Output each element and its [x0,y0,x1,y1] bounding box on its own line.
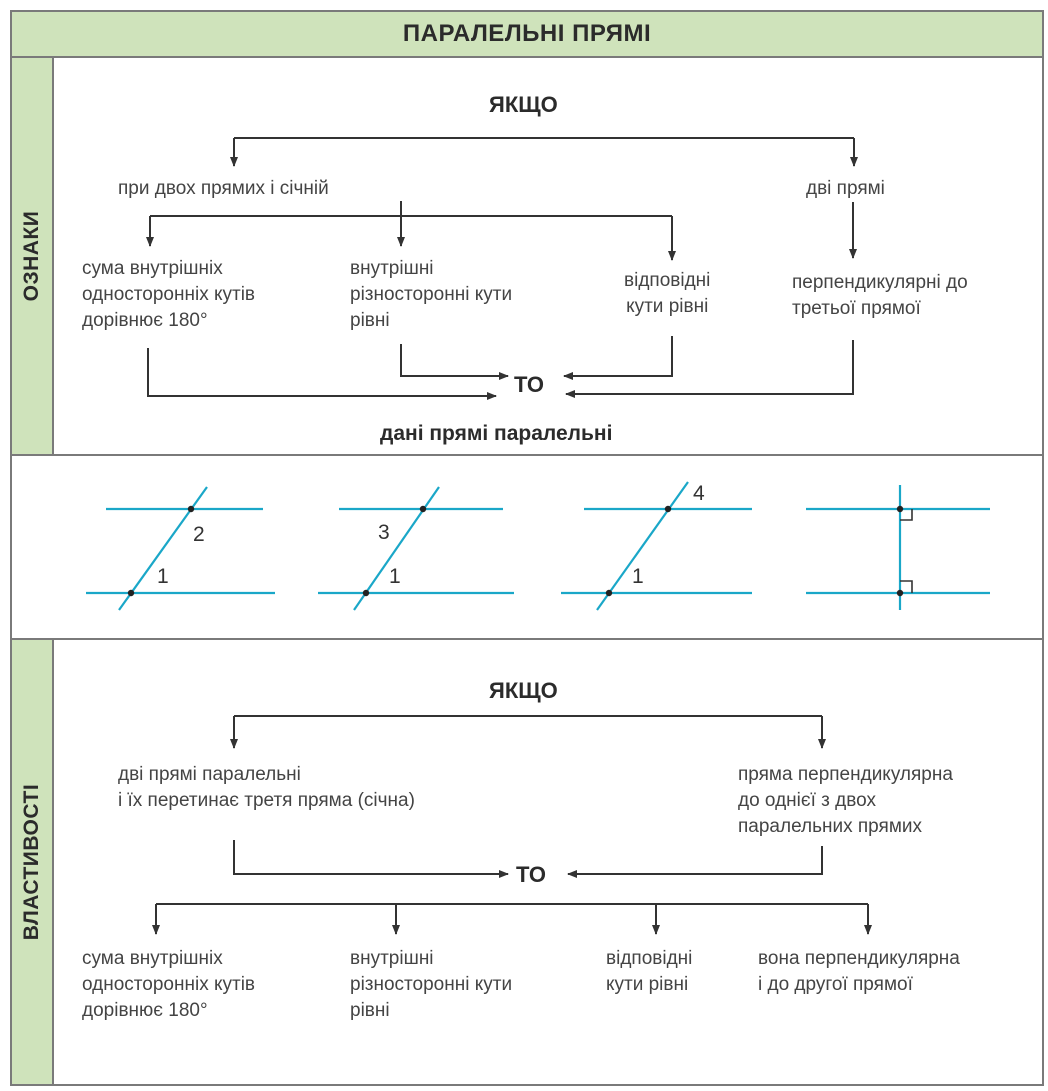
fig3-label-top: 4 [693,482,705,505]
properties-res1-line: сума внутрішніх [82,948,223,969]
signs-then-label: ТО [514,372,545,397]
properties-res1-line: односторонніх кутів [82,974,256,995]
properties-cond-right: пряма перпендикулярна до однієї з двох п… [738,762,953,840]
properties-res3-line: відповідні [606,948,693,969]
fig1-label-top: 2 [193,523,205,546]
properties-res1-line: дорівнює 180° [82,1000,208,1021]
signs-if-label: ЯКЩО [489,92,558,117]
signs-cond4-line: перпендикулярні до [792,272,968,293]
fig2-label-top: 3 [378,521,390,544]
signs-cond3: відповідні кути рівні [624,268,710,320]
properties-res2-line: різносторонні кути [350,974,513,995]
signs-cond1: сума внутрішніх односторонніх кутів дорі… [82,256,255,334]
arrow-properties-if-left [234,715,822,748]
properties-res2-line: внутрішні [350,948,434,969]
fig2-point-top [419,505,427,513]
properties-res2: внутрішні різносторонні кути рівні [350,946,512,1024]
properties-res3: відповідні кути рівні [606,946,692,998]
signs-branch-left: при двох прямих і січній [118,178,329,199]
properties-cond-left: дві прямі паралельні і їх перетинає трет… [118,762,415,814]
signs-cond3-line: відповідні [624,270,711,291]
signs-cond1-line: дорівнює 180° [82,310,208,331]
fig1-point-top [187,505,195,513]
properties-side-bar: ВЛАСТИВОСТІ [12,640,54,1084]
fig4-point-bottom [896,589,904,597]
properties-cond-right-line: до однієї з двох [738,790,876,811]
properties-cond-right-line: паралельних прямих [738,816,922,837]
fig1-point-bottom [127,589,135,597]
arrow-properties-right-to [567,846,823,878]
signs-cond2-line: різносторонні кути [350,284,513,305]
properties-res4-line: вона перпендикулярна [758,948,960,969]
connector-signs-left-bar [150,201,672,217]
fig1-label-bottom: 1 [157,565,169,588]
arrow-cond4-to [565,340,854,398]
signs-cond2-line: внутрішні [350,258,434,279]
arrow-cond1-to [147,348,497,400]
arrow-signs-if-left [234,137,854,166]
properties-res1: сума внутрішніх односторонніх кутів дорі… [82,946,255,1024]
signs-cond4: перпендикулярні до третьої прямої [792,270,968,322]
properties-cond-left-line: дві прямі паралельні [118,764,301,785]
properties-then-label: ТО [516,862,547,887]
fig2-label-bottom: 1 [389,565,401,588]
signs-cond2-line: рівні [350,310,390,331]
signs-side-bar: ОЗНАКИ [12,58,54,454]
arrow-cond3-to [563,336,673,380]
properties-res3-line: кути рівні [606,974,689,995]
fig3-point-top [664,505,672,513]
signs-cond1-line: односторонніх кутів [82,284,256,305]
fig3-point-bottom [605,589,613,597]
properties-res2-line: рівні [350,1000,390,1021]
fig4-right-angle-bottom [900,580,913,593]
diagram-frame [10,10,1044,1086]
properties-cond-right-line: пряма перпендикулярна [738,764,953,785]
signs-cond3-line: кути рівні [626,296,709,317]
signs-cond4-line: третьої прямої [792,298,921,319]
properties-res4: вона перпендикулярна і до другої прямої [758,946,960,998]
properties-if-label: ЯКЩО [489,678,558,703]
section-divider-bottom [12,638,1042,640]
fig4-point-top [896,505,904,513]
arrow-cond2-to [400,344,509,380]
fig4-right-angle-top [900,509,913,521]
signs-conclusion: дані прямі паралельні [380,422,613,445]
fig3-transversal [596,481,689,611]
properties-res4-line: і до другої прямої [758,974,913,995]
title-text: ПАРАЛЕЛЬНІ ПРЯМІ [402,20,652,47]
arrow-properties-left-to [233,840,509,878]
signs-cond2: внутрішні різносторонні кути рівні [350,256,512,334]
signs-branch-right: дві прямі [806,178,885,199]
fig3-label-bottom: 1 [632,565,644,588]
fig2-point-bottom [362,589,370,597]
section-divider-top [12,454,1042,456]
page-title: ПАРАЛЕЛЬНІ ПРЯМІ [12,12,1042,58]
signs-cond1-line: сума внутрішніх [82,258,223,279]
properties-cond-left-line: і їх перетинає третя пряма (січна) [118,790,415,811]
